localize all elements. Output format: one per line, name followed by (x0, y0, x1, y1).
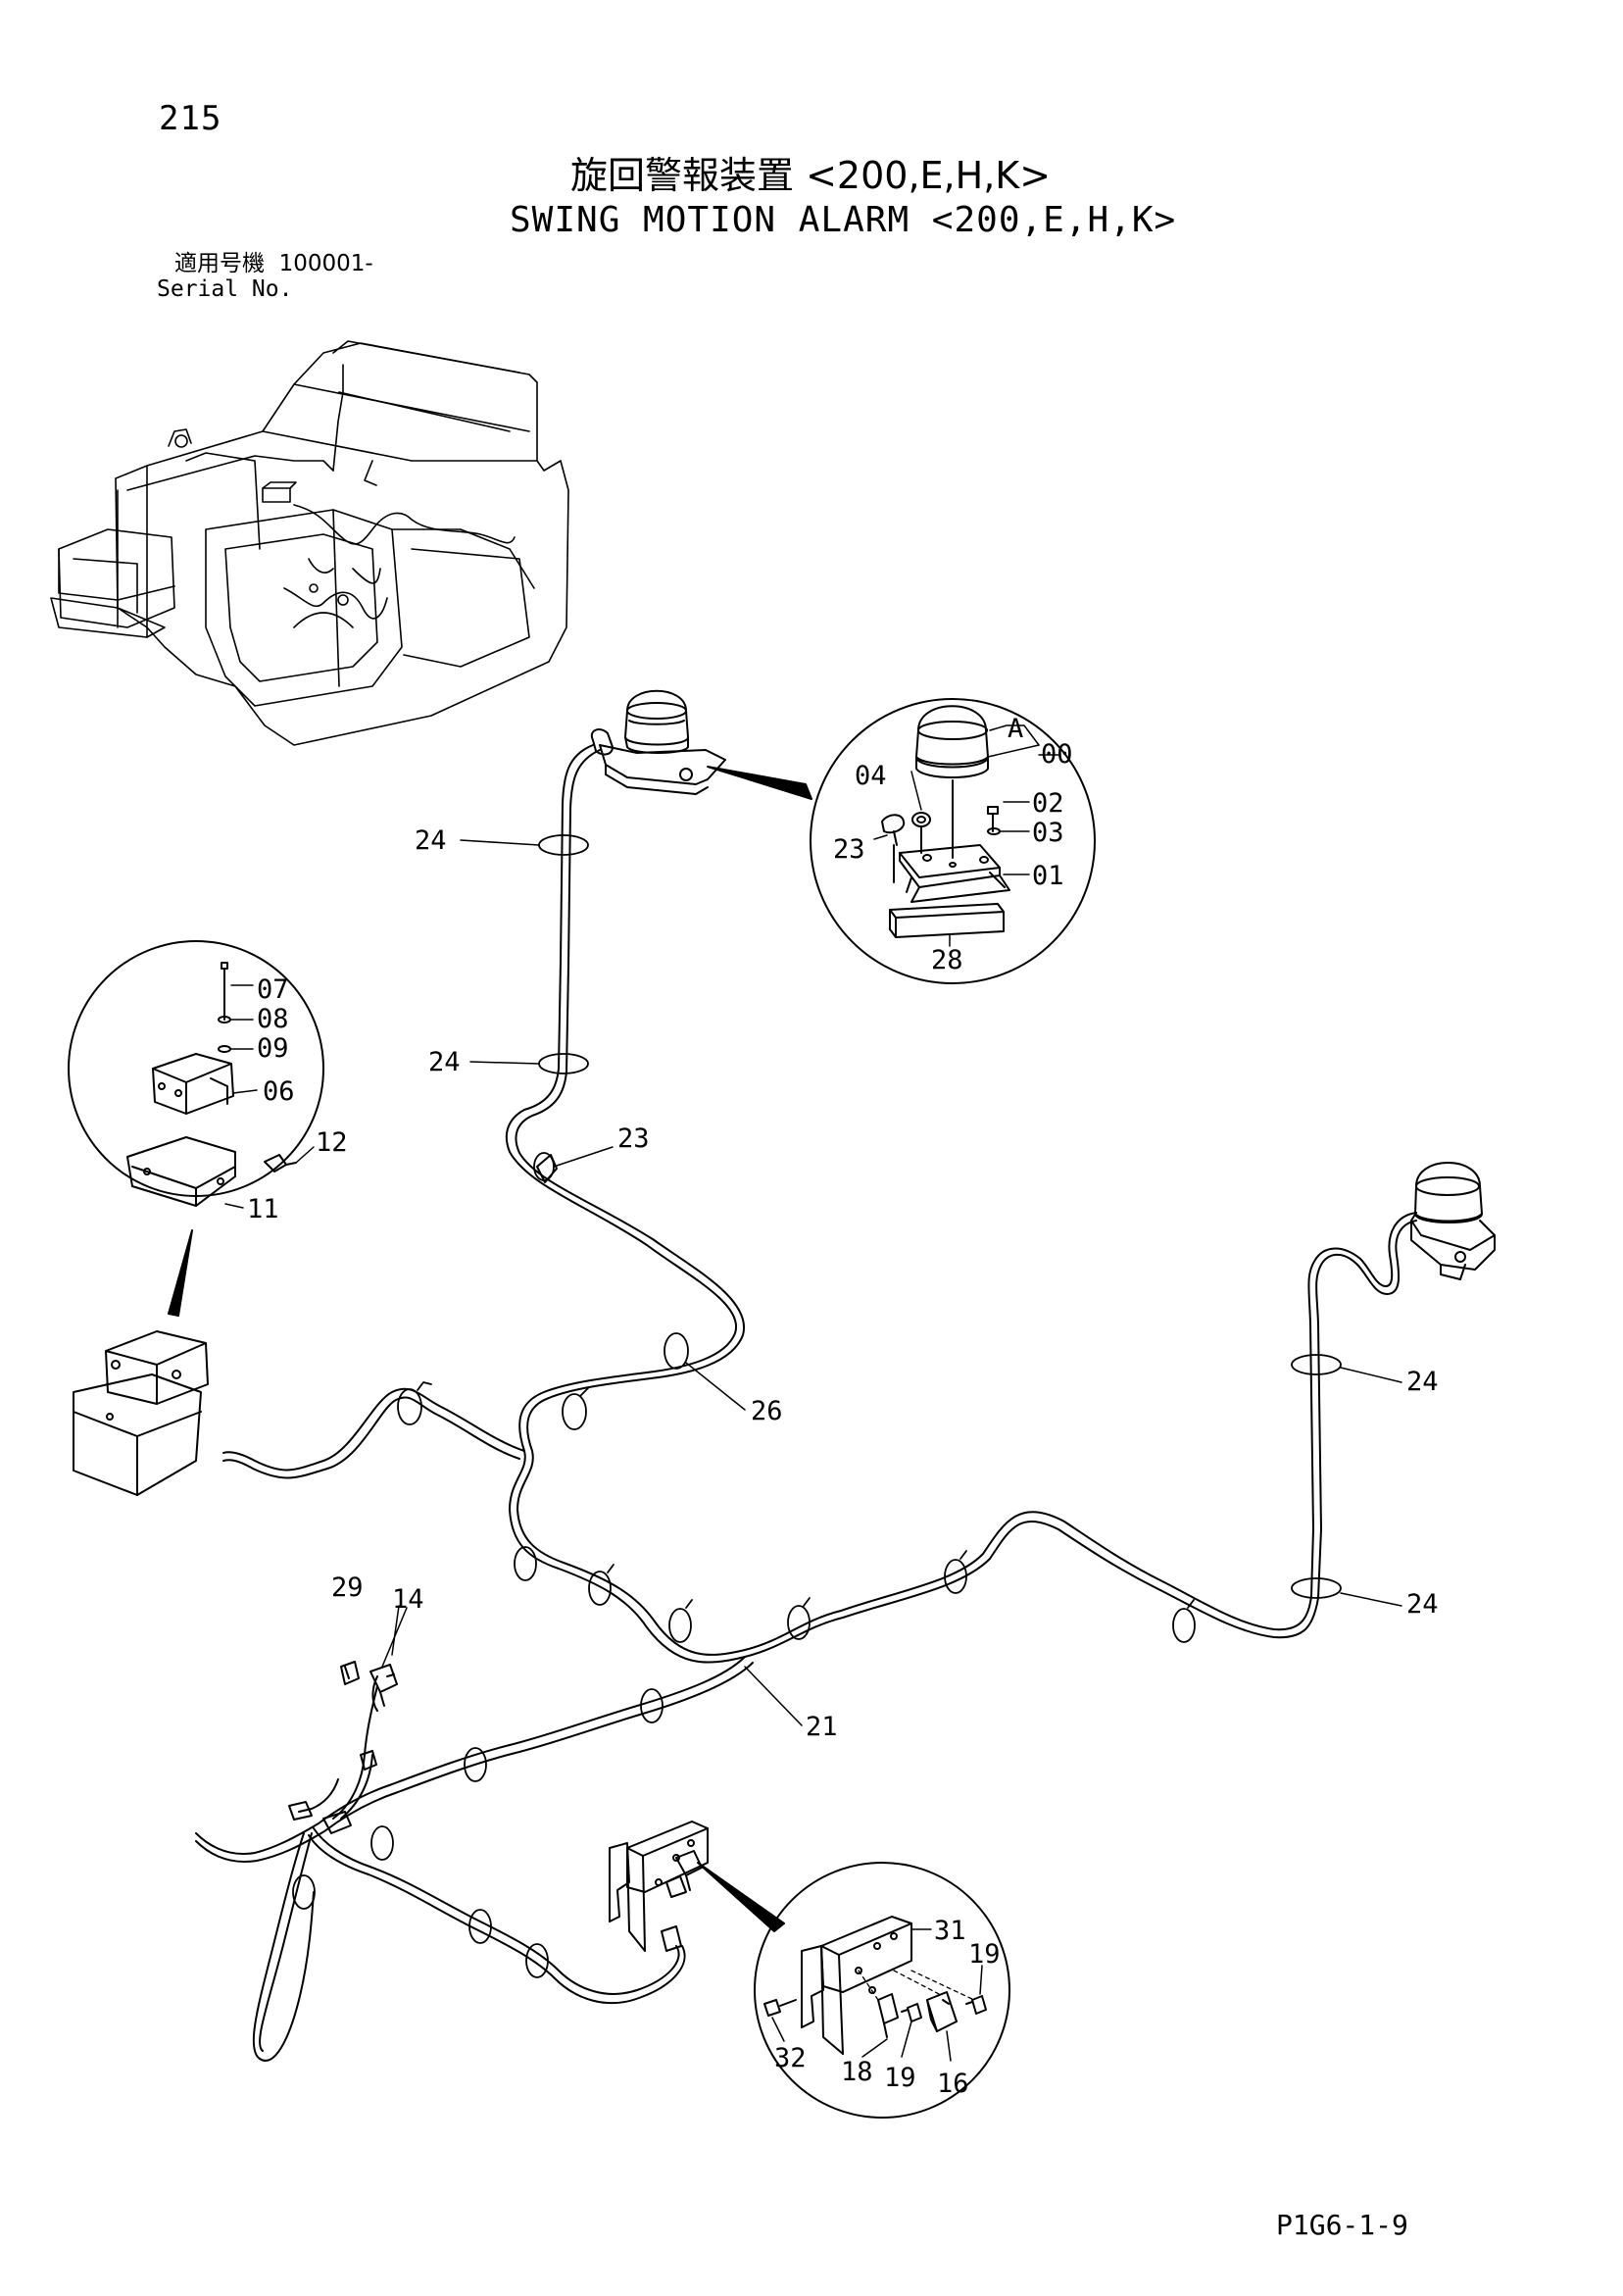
callout-19-right: 19 (968, 1939, 1001, 1970)
callout-31: 31 (934, 1916, 966, 1946)
callout-32: 32 (774, 2043, 807, 2073)
detail-circle-beacon (810, 698, 1096, 984)
callout-24-mid: 24 (428, 1047, 461, 1077)
detail-leader-top (707, 766, 812, 800)
title-japanese: 旋回警報装置 <200,E,H,K> (570, 154, 1052, 197)
callout-29: 29 (331, 1572, 364, 1603)
serial-value: 100001- (278, 251, 373, 276)
callout-23-main: 23 (617, 1123, 650, 1154)
beacon-detail-leaders (873, 724, 1059, 947)
part-29-fuse (340, 1661, 360, 1685)
callout-23-detail: 23 (833, 834, 865, 865)
callout-07: 07 (257, 974, 289, 1005)
serial-label-jp-text: 適用号機 (174, 251, 265, 276)
part-14-connector (288, 1664, 398, 1834)
lower-beacon-assembly (1410, 1162, 1496, 1280)
serial-label-japanese: 適用号機 100001- (174, 253, 373, 275)
callout-08: 08 (257, 1004, 289, 1034)
callout-19-bottom: 19 (884, 2063, 916, 2093)
bracket-assembly (609, 1821, 709, 1952)
callout-21: 21 (806, 1712, 838, 1742)
serial-label-english: Serial No. (157, 276, 293, 302)
callout-labels: A 00 04 02 03 23 01 28 24 24 23 07 08 09… (247, 714, 1439, 2099)
callout-18: 18 (841, 2057, 873, 2087)
callout-11: 11 (247, 1194, 279, 1224)
title-english: SWING MOTION ALARM <200,E,H,K> (510, 200, 1177, 240)
upper-beacon-assembly (590, 689, 726, 795)
callout-00: 00 (1041, 739, 1073, 770)
callout-01: 01 (1032, 861, 1064, 891)
callout-14: 14 (392, 1584, 424, 1615)
detail-circle-controller (68, 940, 324, 1209)
machine-overview-illustration (50, 340, 569, 746)
callout-24-right-upper: 24 (1406, 1367, 1439, 1397)
harness-clamps (292, 834, 1342, 1978)
wire-harness (195, 744, 1417, 2062)
callout-16: 16 (937, 2069, 969, 2099)
callout-02: 02 (1032, 788, 1064, 819)
callout-24-right-lower: 24 (1406, 1589, 1439, 1620)
main-leader-lines (381, 839, 1402, 1726)
figure-code: P1G6-1-9 (1276, 2209, 1408, 2241)
detail-leader-bracket (697, 1862, 785, 1932)
callout-26: 26 (751, 1396, 783, 1426)
controller-on-harness (73, 1330, 209, 1496)
detail-circle-bracket (754, 1862, 1010, 2119)
callout-03: 03 (1032, 818, 1064, 848)
callout-12: 12 (316, 1127, 348, 1158)
callout-09: 09 (257, 1033, 289, 1064)
callout-a: A (1008, 714, 1023, 744)
page-number: 215 (159, 99, 222, 138)
callout-06: 06 (263, 1076, 295, 1107)
callout-04: 04 (855, 761, 887, 791)
callout-24-top: 24 (415, 825, 447, 856)
callout-28: 28 (931, 945, 963, 975)
detail-leader-left (168, 1229, 193, 1317)
clip-23 (536, 1154, 558, 1183)
